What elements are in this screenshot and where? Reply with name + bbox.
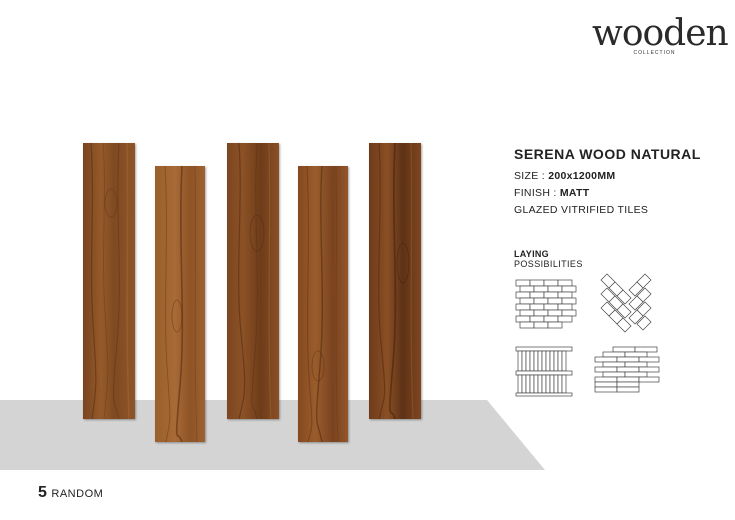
laying-title: LAYING xyxy=(514,249,549,259)
finish-label: FINISH : xyxy=(514,187,560,199)
tile-type: GLAZED VITRIFIED TILES xyxy=(514,204,649,216)
faces-count: 5 xyxy=(38,484,48,501)
wood-plank-5 xyxy=(369,143,421,419)
product-name: SERENA WOOD NATURAL xyxy=(514,146,701,162)
finish-spec: FINISH : MATT xyxy=(514,187,701,199)
brick-pattern-icon xyxy=(515,279,577,329)
wood-plank-4 xyxy=(298,166,348,442)
stack-vertical-pattern-icon xyxy=(515,346,573,397)
faces-text: RANDOM xyxy=(51,488,104,500)
size-label: SIZE : xyxy=(514,170,549,182)
size-spec: SIZE : 200x1200MM xyxy=(514,170,701,182)
wood-plank-1 xyxy=(83,143,135,419)
product-info: SERENA WOOD NATURAL SIZE : 200x1200MM FI… xyxy=(514,146,701,216)
staggered-pattern-icon xyxy=(594,346,660,393)
brand-logo: wooden COLLECTION xyxy=(592,13,729,57)
laying-heading: LAYING POSSIBILITIES xyxy=(514,249,583,269)
brand-subtitle: COLLECTION xyxy=(633,50,676,56)
brand-name: wooden xyxy=(592,13,729,54)
size-value: 200x1200MM xyxy=(548,170,616,182)
finish-value: MATT xyxy=(559,187,590,199)
laying-subtitle: POSSIBILITIES xyxy=(514,259,583,269)
wood-plank-2 xyxy=(155,166,205,442)
herringbone-pattern-icon xyxy=(600,273,652,333)
wood-plank-3 xyxy=(227,143,279,419)
